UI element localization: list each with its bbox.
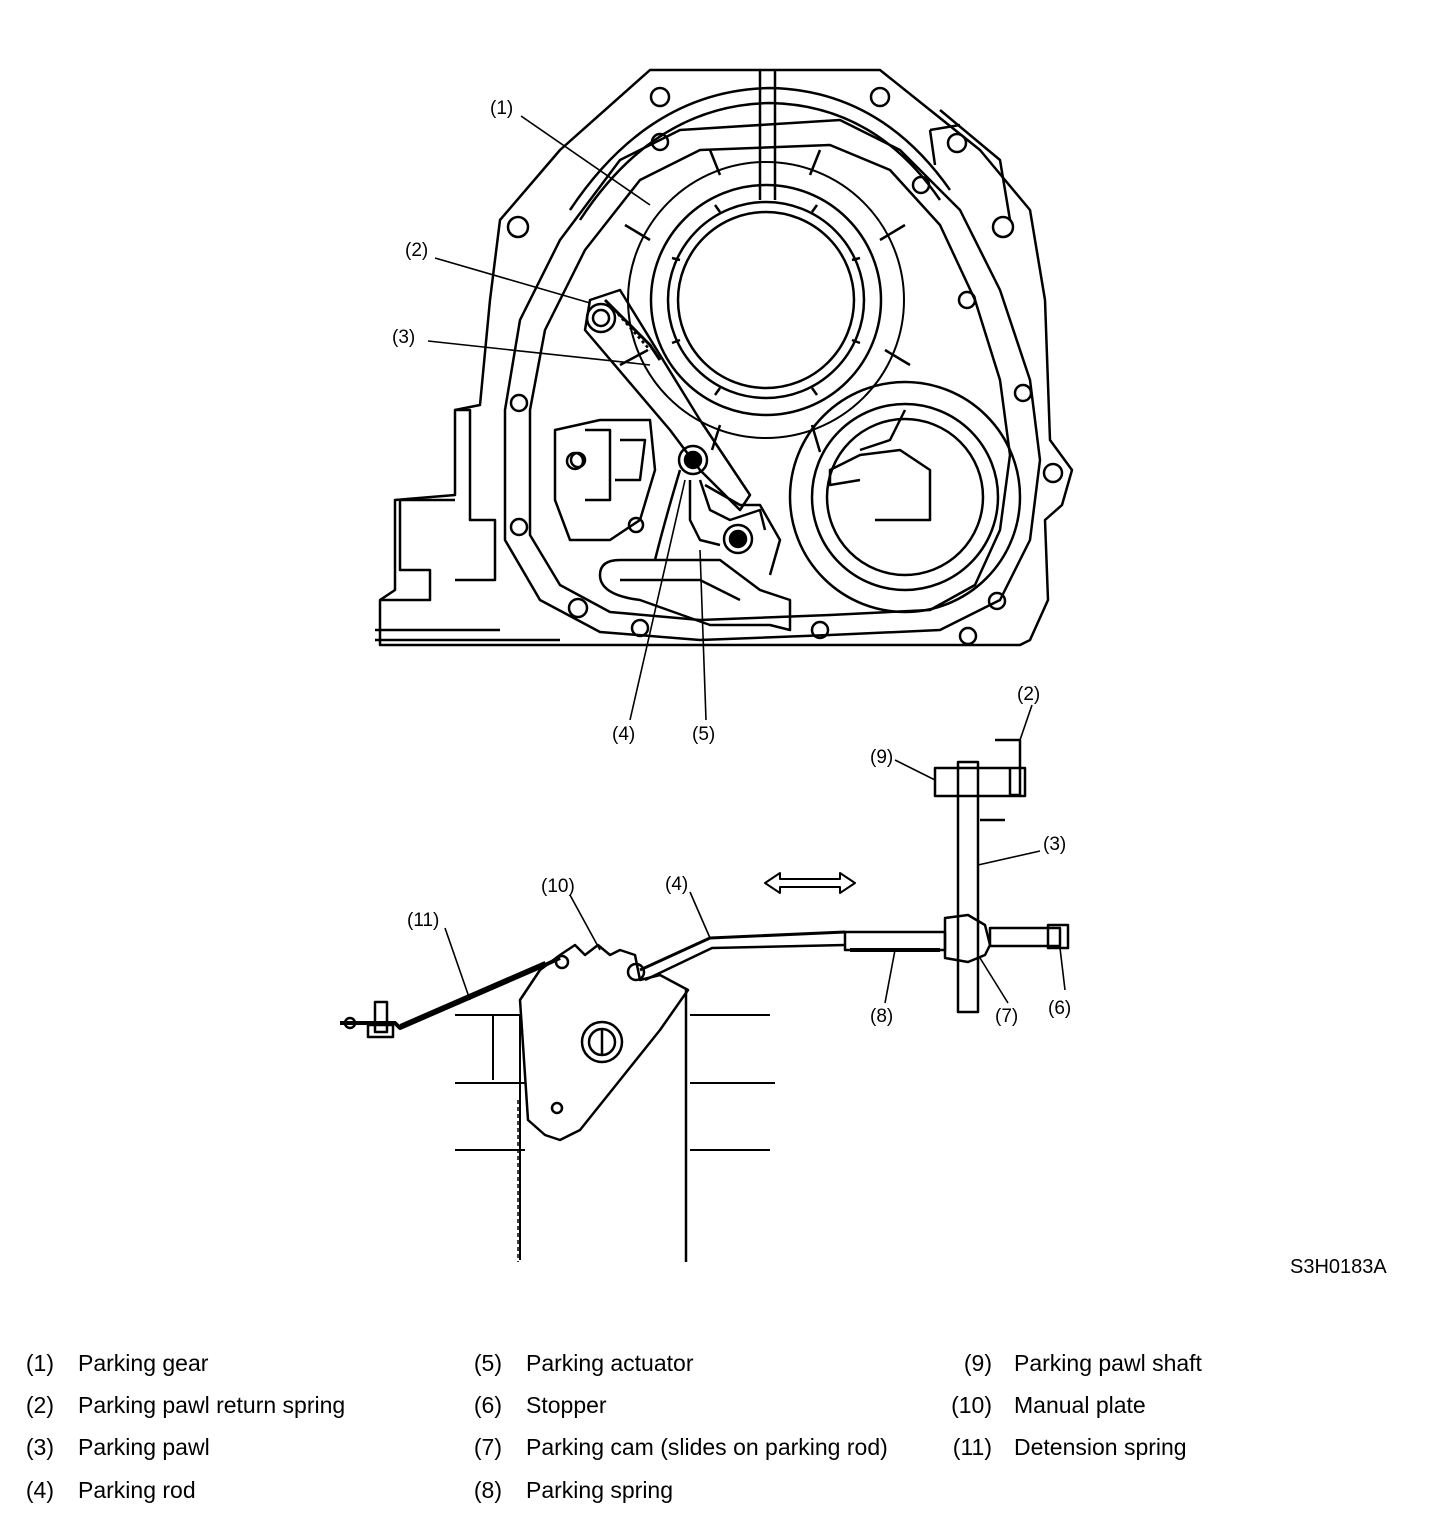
- legend-number: (2): [25, 1392, 54, 1418]
- legend-number: (8): [473, 1477, 502, 1503]
- callout-8: (8): [870, 1006, 893, 1027]
- callout-3-lower: (3): [1043, 834, 1066, 855]
- callout-2-lower: (2): [1017, 684, 1040, 705]
- legend-label: Parking pawl return spring: [78, 1392, 346, 1418]
- parking-rod-upper: [653, 444, 782, 576]
- callout-10: (10): [541, 876, 575, 897]
- legend-number: (9): [963, 1350, 992, 1376]
- callout-7: (7): [995, 1006, 1018, 1027]
- linkage-diagram: [340, 738, 1070, 1262]
- legend-number: (10): [951, 1392, 992, 1418]
- callout-2: (2): [405, 240, 428, 261]
- legend-label: Parking actuator: [526, 1350, 694, 1376]
- legend-label: Parking rod: [78, 1477, 196, 1503]
- callout-3: (3): [392, 327, 415, 348]
- legend-number: (7): [473, 1434, 502, 1460]
- legend-number: (6): [473, 1392, 502, 1418]
- callout-4: (4): [612, 724, 635, 745]
- legend-number: (1): [25, 1350, 54, 1376]
- legend-label: Parking spring: [526, 1477, 674, 1503]
- callout-11: (11): [407, 910, 439, 931]
- parking-mechanism-diagram: (1) (2) (3) (4) (5) (2) (9) (3) (10) (4)…: [340, 68, 1074, 1262]
- legend-label: Parking pawl: [78, 1434, 210, 1460]
- parking-pawl-upper: [583, 288, 752, 512]
- legend-number: (5): [473, 1350, 502, 1376]
- callout-6: (6): [1048, 998, 1071, 1019]
- legend-label: Detension spring: [1014, 1434, 1187, 1460]
- legend-label: Manual plate: [1014, 1392, 1146, 1418]
- callout-4-lower: (4): [665, 874, 688, 895]
- legend-label: Parking gear: [78, 1350, 209, 1376]
- transmission-case: [375, 68, 1074, 647]
- legend-label: Parking cam (slides on parking rod): [526, 1434, 888, 1460]
- legend-number: (4): [25, 1477, 54, 1503]
- reference-code: S3H0183A: [1290, 1256, 1387, 1278]
- legend-number: (11): [952, 1434, 992, 1460]
- callout-5: (5): [692, 724, 715, 745]
- legend-label: Parking pawl shaft: [1014, 1350, 1202, 1376]
- legend-label: Stopper: [526, 1392, 607, 1418]
- legend-number: (3): [25, 1434, 54, 1460]
- callout-1: (1): [490, 98, 513, 119]
- callout-9: (9): [870, 747, 893, 768]
- legend: (1) Parking gear (2) Parking pawl return…: [0, 1350, 1456, 1530]
- leader-lines-upper: [427, 115, 707, 721]
- leader-lines-lower: [444, 704, 1066, 1004]
